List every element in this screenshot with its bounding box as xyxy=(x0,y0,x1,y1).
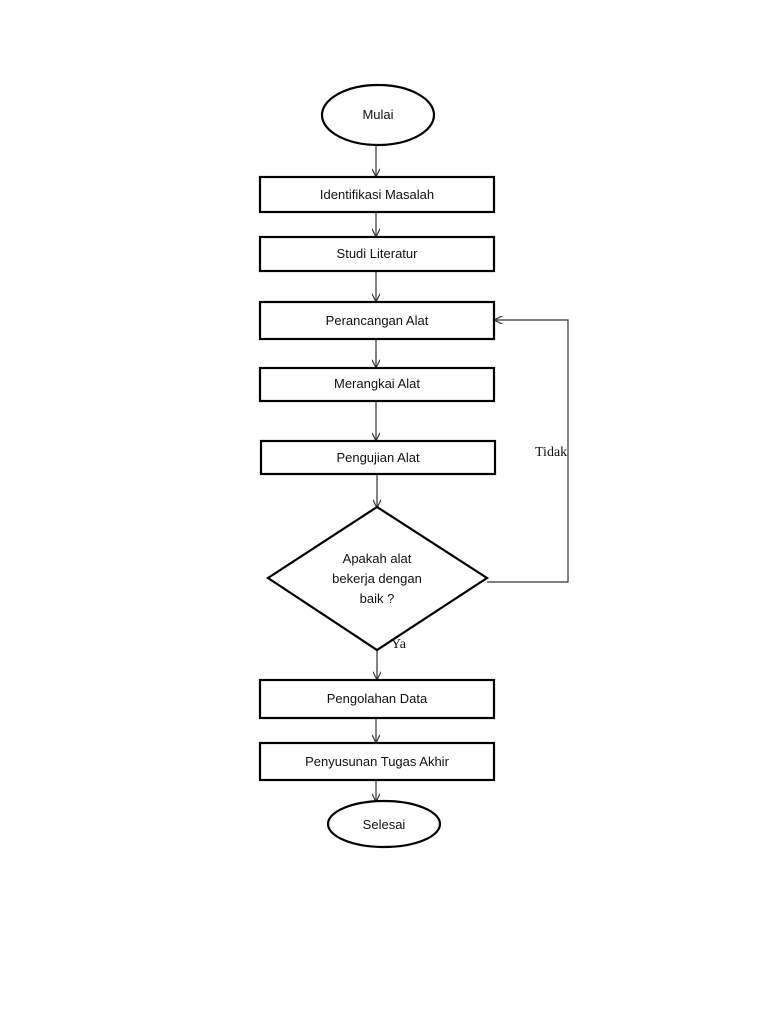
decision-node: Apakah alat bekerja dengan baik ? xyxy=(265,505,490,652)
step-studi-label: Studi Literatur xyxy=(337,246,419,261)
step-pengolahan-label: Pengolahan Data xyxy=(327,691,428,706)
start-label: Mulai xyxy=(362,107,393,122)
decision-no-label: Tidak xyxy=(535,445,567,460)
step-pengujian-alat: Pengujian Alat xyxy=(259,439,497,476)
step-merangkai-alat: Merangkai Alat xyxy=(258,366,496,403)
decision-line-3: baik ? xyxy=(360,591,395,606)
end-terminal: Selesai xyxy=(326,799,442,849)
step-identifikasi-masalah: Identifikasi Masalah xyxy=(258,175,496,214)
decision-line-2: bekerja dengan xyxy=(332,571,422,586)
step-pengolahan-data: Pengolahan Data xyxy=(258,678,496,720)
step-penyusunan-tugas-akhir: Penyusunan Tugas Akhir xyxy=(258,741,496,782)
start-terminal: Mulai xyxy=(320,83,436,147)
step-penyusunan-label: Penyusunan Tugas Akhir xyxy=(305,754,449,769)
decision-yes-label: Ya xyxy=(391,637,407,652)
arrow-decision-no-loop xyxy=(487,320,569,583)
step-perancangan-label: Perancangan Alat xyxy=(326,313,429,328)
step-pengujian-label: Pengujian Alat xyxy=(336,450,420,465)
end-label: Selesai xyxy=(363,817,406,832)
connectors xyxy=(376,146,569,801)
step-studi-literatur: Studi Literatur xyxy=(258,235,496,273)
decision-line-1: Apakah alat xyxy=(343,551,412,566)
step-perancangan-alat: Perancangan Alat xyxy=(258,300,496,341)
step-merangkai-label: Merangkai Alat xyxy=(334,376,420,391)
step-identifikasi-label: Identifikasi Masalah xyxy=(320,187,434,202)
